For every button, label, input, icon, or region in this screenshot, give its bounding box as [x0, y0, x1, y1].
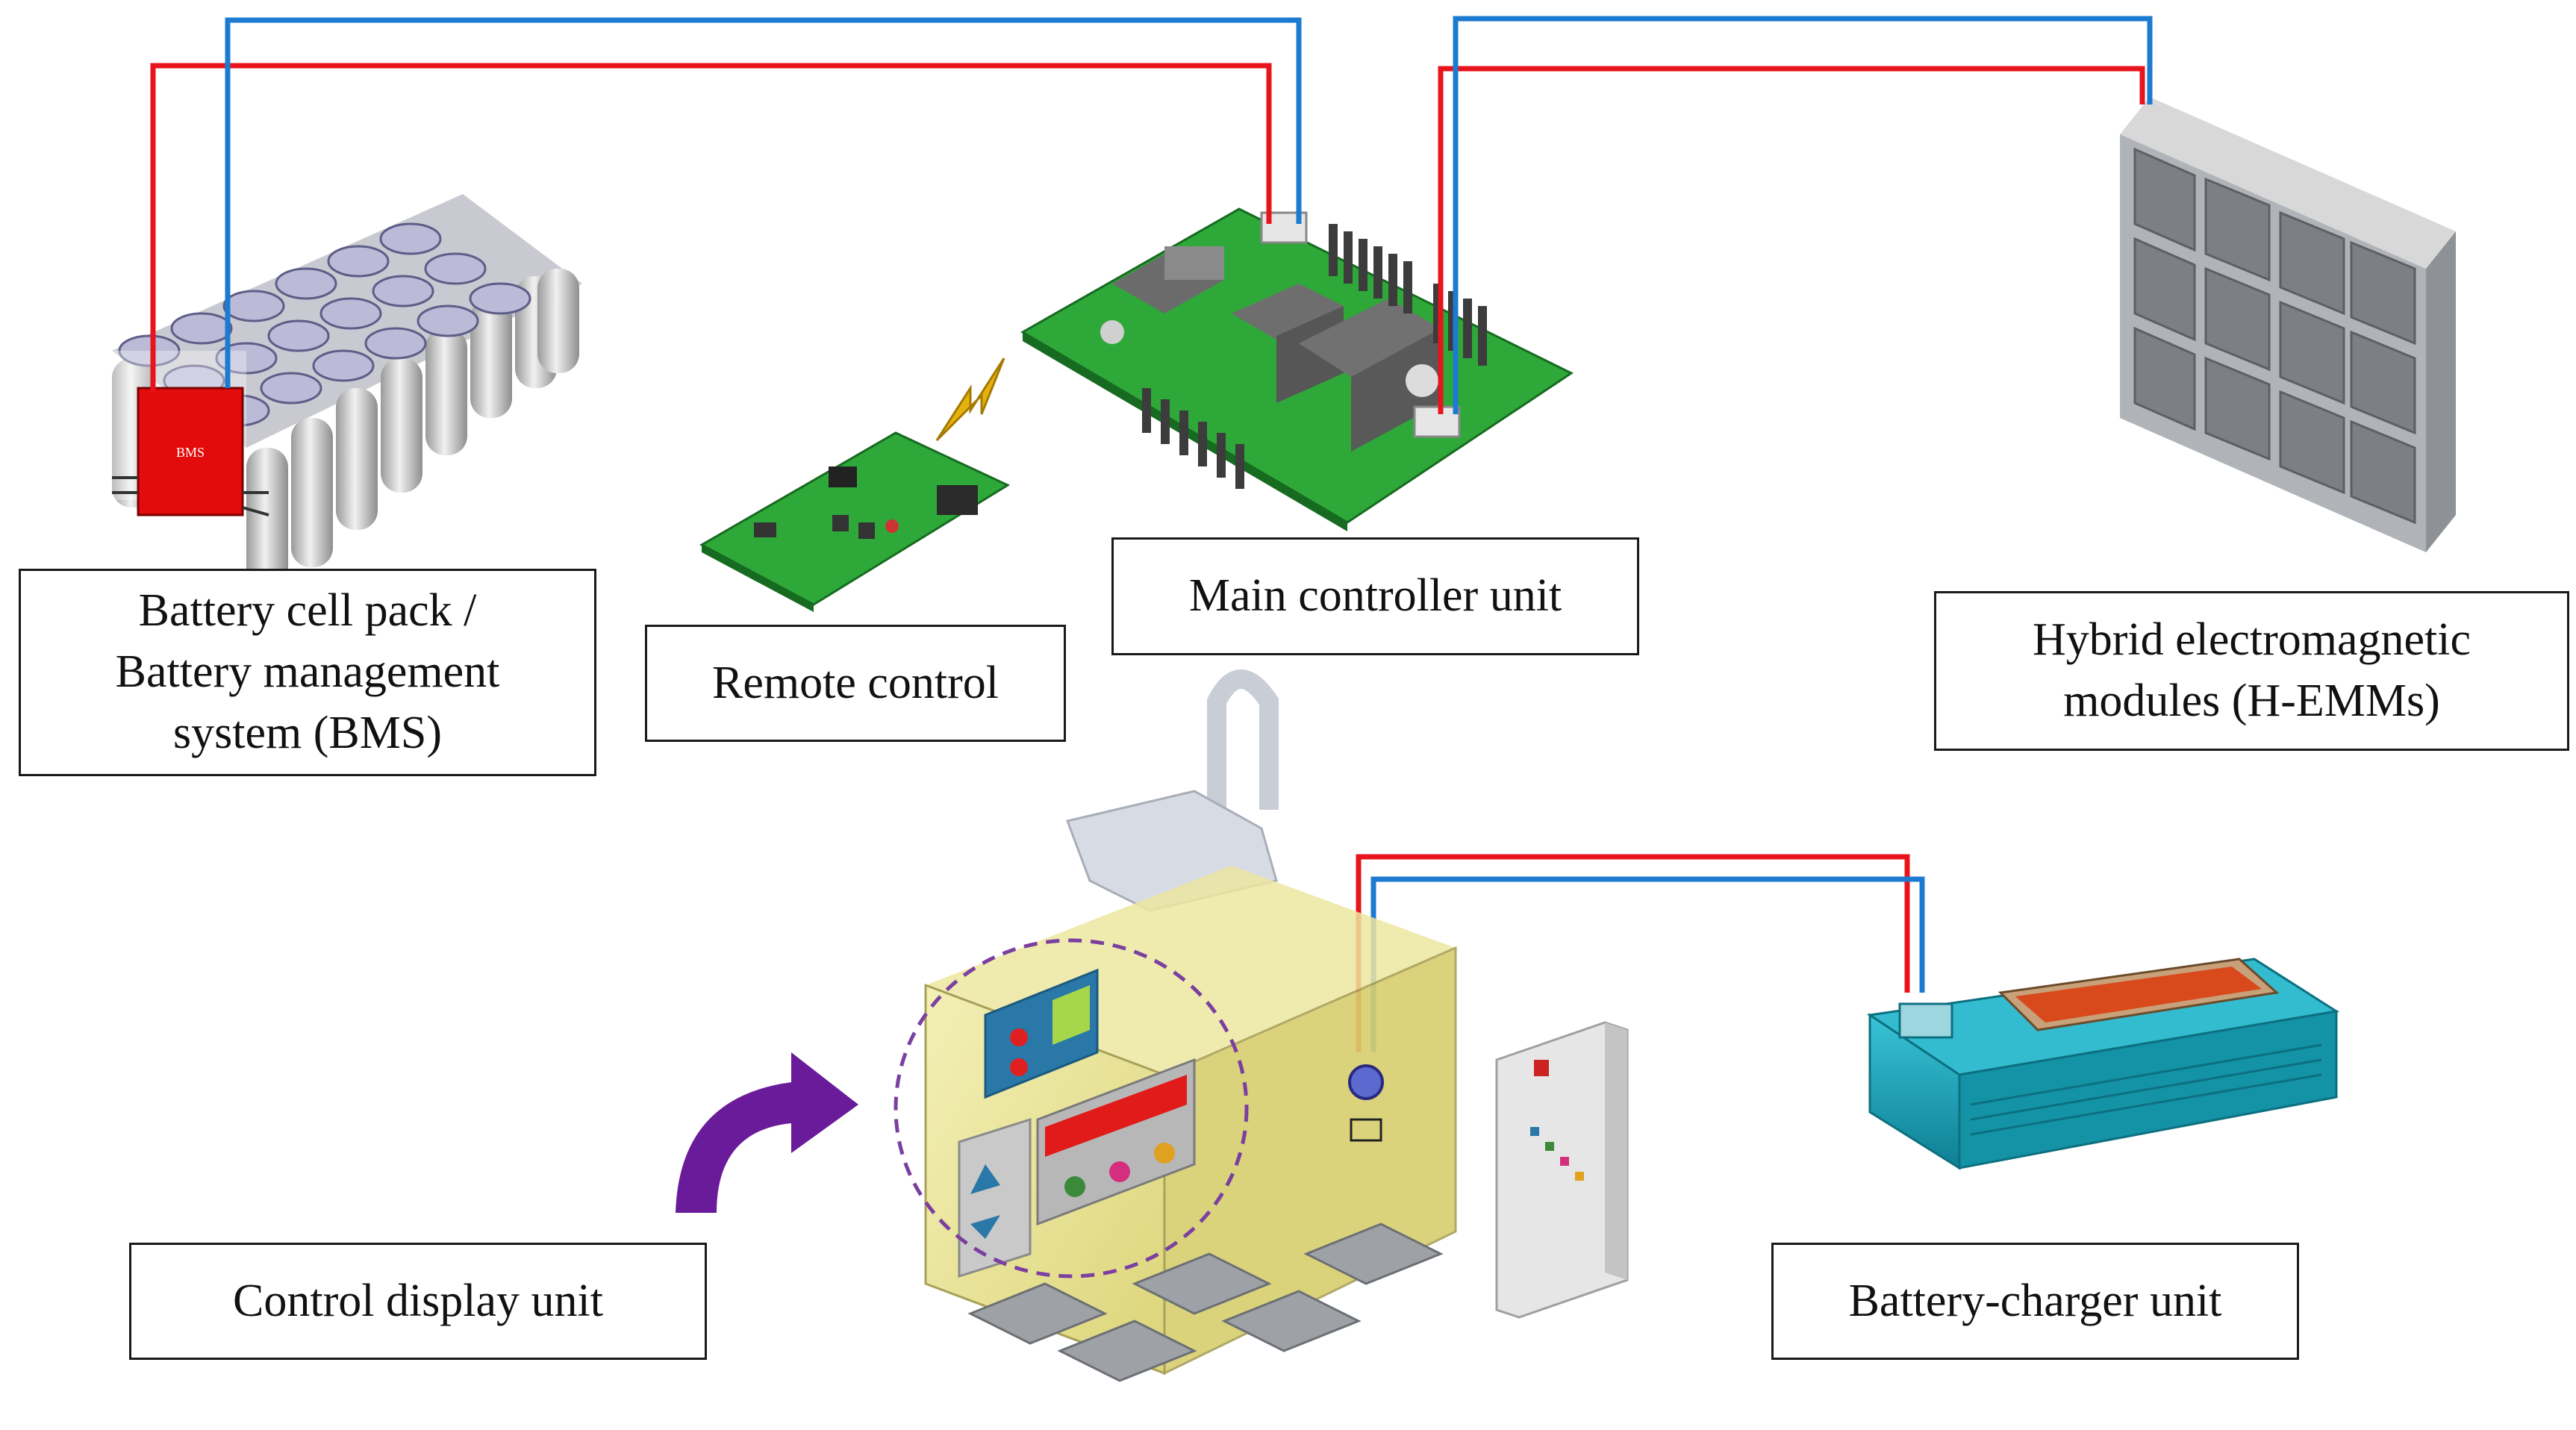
remote-control-label-text: Remote control	[712, 657, 999, 708]
charger-label-text: Battery-charger unit	[1848, 1275, 2222, 1326]
battery-charger	[1866, 958, 2340, 1170]
main-controller-label-text: Main controller unit	[1188, 570, 1562, 622]
lifting-magnet-device	[894, 669, 1457, 1382]
highlight-circle	[894, 938, 1249, 1278]
hemm-panel	[2120, 97, 2456, 552]
battery-cell-tops	[118, 222, 531, 427]
control-display-panel	[958, 968, 1196, 1278]
main-controller-board	[1020, 207, 1574, 531]
control-display-label: Control display unit	[129, 1243, 707, 1360]
hemm-label-line-2: modules (H-EMMs)	[2063, 675, 2440, 726]
hemm-negative-wire	[1453, 16, 2153, 414]
battery-label-line-1: Battery cell pack /	[138, 585, 477, 637]
hemm-positive-wire	[1438, 66, 2145, 414]
battery-label: Battery cell pack / Battery management s…	[19, 569, 596, 776]
bms-board: BMS	[112, 387, 269, 516]
lightning-icon	[935, 358, 1005, 442]
battery-cell-pack: BMS	[112, 194, 582, 605]
battery-positive-wire	[150, 63, 1272, 392]
wires	[150, 16, 2153, 1052]
charging-port	[1348, 1064, 1384, 1100]
battery-label-line-2: Battery management	[115, 646, 500, 698]
hemm-label-line-1: Hybrid electromagnetic	[2032, 614, 2471, 666]
battery-negative-wire	[225, 17, 1302, 388]
magnet-pole-grid	[967, 1223, 1444, 1382]
bms-chip-label: BMS	[176, 445, 205, 460]
control-display-label-text: Control display unit	[233, 1275, 603, 1326]
remote-control-board	[699, 431, 1011, 612]
charger-label: Battery-charger unit	[1771, 1243, 2299, 1360]
rotate-arrow-icon	[676, 1052, 858, 1213]
battery-cells	[112, 269, 579, 605]
handheld-remote	[1495, 1021, 1629, 1319]
battery-label-line-3: system (BMS)	[173, 707, 442, 758]
main-controller-label: Main controller unit	[1111, 537, 1639, 655]
remote-control-label: Remote control	[645, 625, 1066, 742]
hemm-label: Hybrid electromagnetic modules (H-EMMs)	[1934, 591, 2569, 751]
